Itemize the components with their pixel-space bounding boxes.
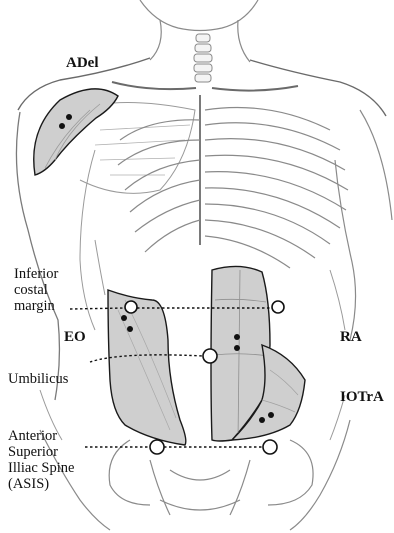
- rib-cage: [118, 108, 348, 269]
- eo-electrode: [121, 315, 127, 321]
- iotra-label: IOTrA: [340, 390, 384, 405]
- umbilicus-marker: [203, 349, 217, 363]
- iotra-electrode: [259, 417, 265, 423]
- adel-muscle: [34, 89, 118, 175]
- adel-electrode: [66, 114, 72, 120]
- jaw-outline: [140, 0, 258, 31]
- label-line: Anterior: [8, 428, 74, 444]
- ra-electrode: [234, 334, 240, 340]
- label-line: Superior: [8, 444, 74, 460]
- cervical-spine: [194, 34, 212, 82]
- label-line: costal: [14, 282, 58, 298]
- iotra-electrode: [268, 412, 274, 418]
- adel-label: ADel: [66, 56, 99, 71]
- label-line: Inferior: [14, 266, 58, 282]
- asis-left-marker: [150, 440, 164, 454]
- adel-electrode: [59, 123, 65, 129]
- eo-electrode: [127, 326, 133, 332]
- right-arm-bones: [335, 110, 392, 340]
- pelvis: [40, 420, 350, 530]
- umbilicus-label: Umbilicus: [8, 371, 68, 387]
- ra-label: RA: [340, 330, 362, 345]
- asis-label: Anterior Superior Illiac Spine (ASIS): [8, 428, 74, 492]
- label-line: margin: [14, 298, 58, 314]
- inferior-costal-margin-label: Inferior costal margin: [14, 266, 58, 314]
- clavicles: [112, 82, 298, 91]
- left-arm-inner: [80, 150, 95, 330]
- costal-leader: [70, 308, 125, 309]
- costal-margin-left-marker: [125, 301, 137, 313]
- asis-right-marker: [263, 440, 277, 454]
- ra-electrode: [234, 345, 240, 351]
- costal-margin-right-marker: [272, 301, 284, 313]
- label-line: (ASIS): [8, 476, 74, 492]
- label-line: Illiac Spine: [8, 460, 74, 476]
- eo-label: EO: [64, 330, 86, 345]
